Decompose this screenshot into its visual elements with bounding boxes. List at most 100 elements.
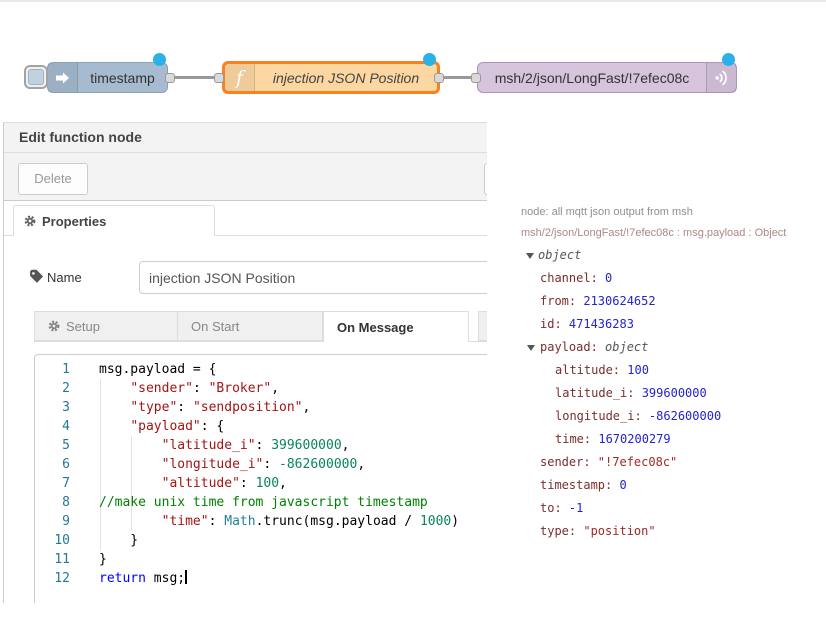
debug-value: 0 bbox=[605, 271, 613, 285]
debug-key: type: bbox=[540, 524, 584, 538]
arrow-in-icon bbox=[48, 63, 78, 92]
mqtt-node-label: msh/2/json/LongFast/!7efec08c bbox=[494, 69, 690, 86]
code-line-1: msg.payload = { bbox=[99, 362, 217, 377]
line-number: 10 bbox=[54, 533, 70, 548]
delete-button[interactable]: Delete bbox=[18, 163, 88, 195]
line-number: 1 bbox=[62, 362, 70, 377]
gear-icon bbox=[48, 320, 60, 332]
debug-value: -862600000 bbox=[648, 409, 722, 423]
wifi-broadcast-icon bbox=[706, 63, 736, 92]
debug-value: 2130624652 bbox=[583, 294, 656, 308]
output-port[interactable] bbox=[165, 73, 175, 83]
edit-function-node-dialog: Edit function node Delete Properties Nam… bbox=[3, 122, 487, 603]
changed-indicator bbox=[153, 53, 166, 66]
name-field-label: Name bbox=[47, 270, 82, 285]
function-f-icon: f bbox=[225, 64, 255, 91]
debug-row: channel: 0 bbox=[521, 267, 823, 290]
code-line-4: "payload": { bbox=[130, 419, 225, 434]
triangle-down-icon[interactable] bbox=[527, 345, 535, 351]
output-port[interactable] bbox=[434, 73, 444, 83]
window-edge bbox=[0, 0, 826, 2]
debug-row: time: 1670200279 bbox=[521, 428, 823, 451]
code-line-10: } bbox=[99, 533, 139, 548]
code-line-3: "type": "sendposition", bbox=[130, 400, 311, 415]
tab-on-start-label: On Start bbox=[191, 318, 240, 334]
code-line-7: "altitude": 100, bbox=[161, 476, 287, 491]
debug-key: id: bbox=[540, 317, 569, 331]
line-number: 7 bbox=[62, 476, 70, 491]
line-number: 11 bbox=[54, 552, 70, 567]
debug-key: altitude: bbox=[555, 363, 628, 377]
debug-message-source: node: all mqtt json output from msh bbox=[521, 206, 693, 218]
line-number: 8 bbox=[62, 495, 70, 510]
debug-row: type: "position" bbox=[521, 520, 823, 543]
debug-key: sender: bbox=[540, 455, 598, 469]
code-line-2: "sender": "Broker", bbox=[130, 381, 280, 396]
line-number: 5 bbox=[62, 438, 70, 453]
debug-row: from: 2130624652 bbox=[521, 290, 823, 313]
debug-key: channel: bbox=[540, 271, 606, 285]
debug-key: timestamp: bbox=[540, 478, 620, 492]
tab-on-message-label: On Message bbox=[337, 319, 414, 335]
debug-message-topic: msh/2/json/LongFast/!7efec08c : msg.payl… bbox=[521, 227, 787, 239]
debug-value: 1670200279 bbox=[598, 432, 671, 446]
code-line-6: "longitude_i": -862600000, bbox=[161, 457, 366, 472]
inject-node[interactable]: timestamp bbox=[47, 62, 168, 93]
debug-value: object bbox=[538, 248, 582, 262]
changed-indicator bbox=[722, 53, 735, 66]
debug-sidebar: node: all mqtt json output from msh msh/… bbox=[521, 0, 823, 629]
code-line-5: "latitude_i": 399600000, bbox=[161, 438, 350, 453]
debug-row: object bbox=[521, 244, 823, 267]
debug-row: timestamp: 0 bbox=[521, 474, 823, 497]
code-line-11: } bbox=[99, 552, 107, 567]
line-number: 4 bbox=[62, 419, 70, 434]
inject-trigger-button[interactable] bbox=[24, 65, 48, 89]
tab-on-message[interactable]: On Message bbox=[323, 311, 469, 342]
debug-row: longitude_i: -862600000 bbox=[521, 405, 823, 428]
gear-icon bbox=[24, 215, 36, 227]
line-number: 6 bbox=[62, 457, 70, 472]
debug-row: sender: "!7efec08c" bbox=[521, 451, 823, 474]
triangle-down-icon[interactable] bbox=[526, 253, 534, 259]
debug-row: payload: object bbox=[521, 336, 823, 359]
changed-indicator bbox=[423, 53, 436, 66]
wire bbox=[168, 76, 224, 79]
input-port[interactable] bbox=[471, 73, 481, 83]
debug-value: object bbox=[605, 340, 649, 354]
line-number: 2 bbox=[62, 381, 70, 396]
tab-divider bbox=[34, 341, 487, 342]
tab-partial[interactable] bbox=[478, 311, 487, 341]
code-line-8: //make unix time from javascript timesta… bbox=[99, 495, 428, 510]
mqtt-out-node[interactable]: msh/2/json/LongFast/!7efec08c bbox=[477, 62, 737, 93]
debug-key: latitude_i: bbox=[555, 386, 642, 400]
inject-trigger-inner bbox=[28, 69, 44, 85]
line-number: 3 bbox=[62, 400, 70, 415]
debug-row: to: -1 bbox=[521, 497, 823, 520]
name-input[interactable] bbox=[139, 261, 487, 294]
tab-setup-label: Setup bbox=[66, 318, 100, 334]
function-node[interactable]: f injection JSON Position bbox=[222, 61, 440, 94]
dialog-edge-button[interactable] bbox=[484, 163, 487, 195]
debug-value: 100 bbox=[627, 363, 649, 377]
debug-key: to: bbox=[540, 501, 569, 515]
function-node-label: injection JSON Position bbox=[272, 69, 420, 86]
debug-row: latitude_i: 399600000 bbox=[521, 382, 823, 405]
tab-setup[interactable]: Setup bbox=[34, 311, 178, 341]
tab-divider bbox=[4, 235, 487, 236]
tab-on-start[interactable]: On Start bbox=[178, 311, 323, 341]
tag-icon bbox=[29, 269, 44, 284]
line-number: 9 bbox=[62, 514, 70, 529]
debug-value: 471436283 bbox=[568, 317, 634, 331]
text-cursor bbox=[185, 570, 187, 584]
code-line-12: return msg; bbox=[99, 570, 187, 586]
tab-properties-label: Properties bbox=[42, 213, 107, 229]
dialog-title: Edit function node bbox=[4, 123, 487, 153]
dialog-toolbar: Delete bbox=[4, 153, 487, 201]
code-area: msg.payload = { "sender": "Broker", "typ… bbox=[99, 360, 487, 603]
tab-properties[interactable]: Properties bbox=[13, 205, 215, 236]
indent-guide bbox=[131, 436, 132, 531]
input-port[interactable] bbox=[214, 73, 224, 83]
